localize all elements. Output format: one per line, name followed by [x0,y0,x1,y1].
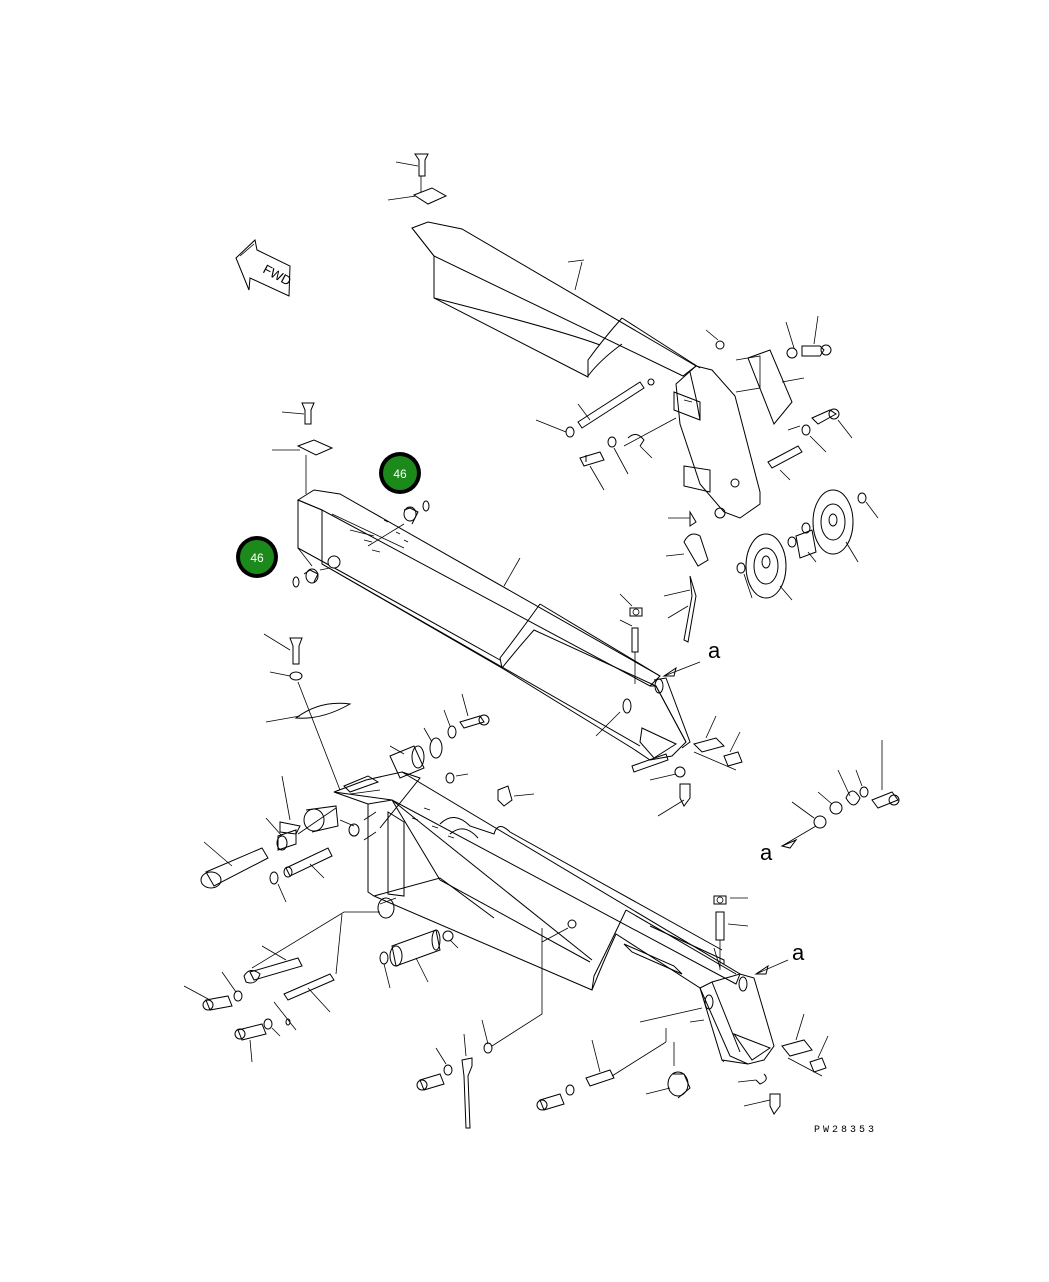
middle-arm-assembly: a [272,402,743,817]
view-ref-lower: a [792,940,805,965]
fwd-arrow-icon: FWD [235,239,294,297]
callout-badge-lower[interactable]: 46 [236,536,278,578]
lower-boom-assembly: a [183,633,829,1129]
upper-arm-assembly [387,153,879,643]
callout-badge-upper[interactable]: 46 [379,452,421,494]
view-ref-side: a [760,840,773,865]
view-ref-upper: a [708,638,721,663]
drawing-code: PW28353 [814,1125,877,1136]
side-detail-assembly: a [760,740,900,865]
callout-label: 46 [250,551,264,565]
callout-label: 46 [393,467,407,481]
